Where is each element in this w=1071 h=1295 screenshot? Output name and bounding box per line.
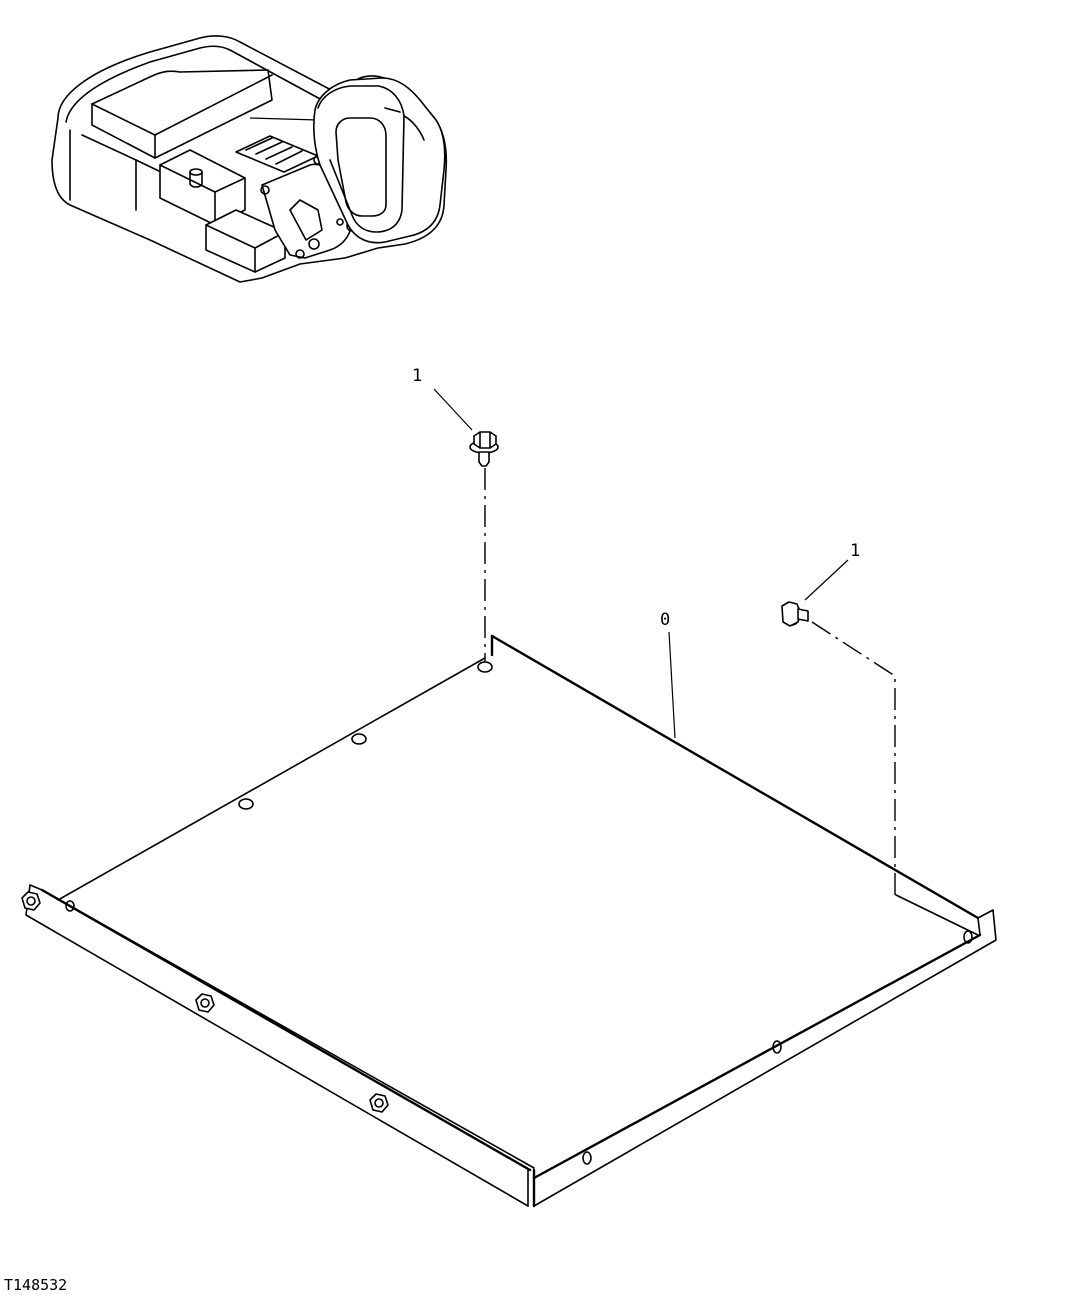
leader-line-screw-right [804,559,849,601]
leader-line-screw-top [433,388,473,431]
hex-nut-icon [21,891,41,911]
hex-nut-icon [369,1093,389,1113]
mounting-hole [963,930,973,944]
figure-id: T148532 [4,1276,67,1294]
callout-screw-top: 1 [412,366,422,386]
hex-nut-icon [195,993,215,1013]
callout-screw-right: 1 [850,541,860,561]
screw-top: 1 [412,366,499,662]
mounting-hole [65,900,75,912]
leader-line-cover-plate [668,631,676,739]
mounting-hole [351,733,367,745]
mounting-hole [582,1151,592,1165]
hex-flange-screw-right-icon [781,601,809,627]
mounting-hole [238,798,254,810]
mounting-hole [477,661,493,673]
callout-cover-plate: 0 [660,610,670,630]
centerline-screw-right [811,621,896,895]
mounting-hole [772,1040,782,1054]
hex-flange-screw-top-icon [469,431,499,467]
cover-plate: 0 [21,610,997,1208]
screw-right: 1 [781,541,896,895]
machine-locator-view [51,35,448,283]
